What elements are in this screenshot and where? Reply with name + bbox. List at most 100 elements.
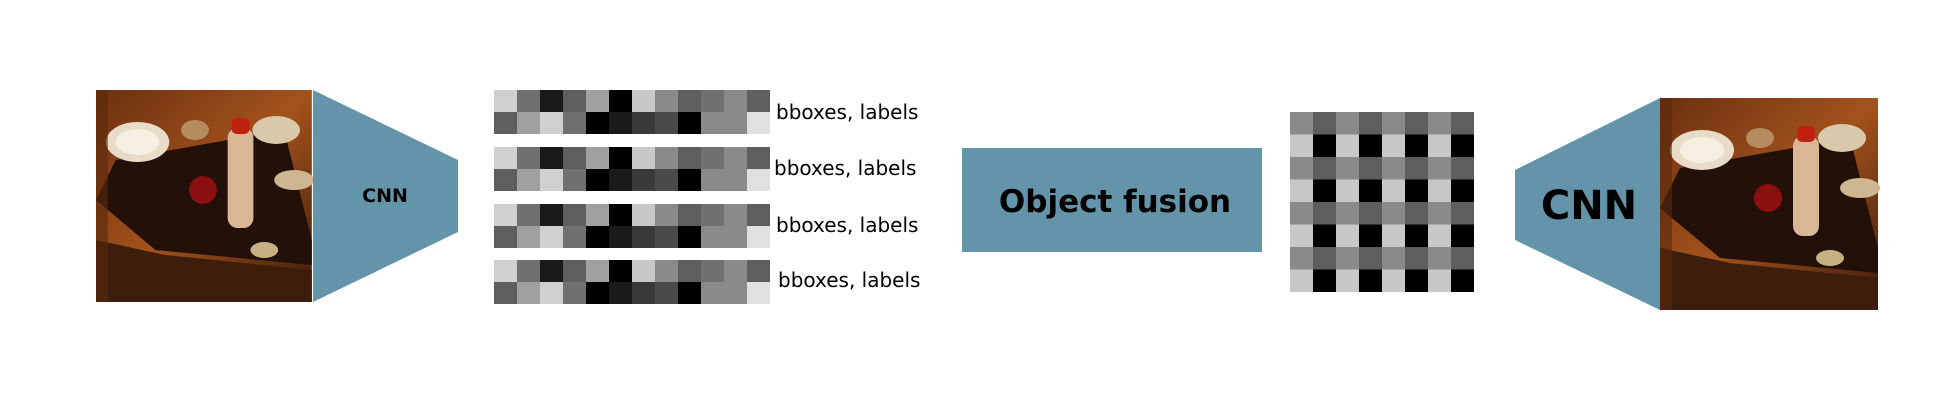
strip-cell (678, 90, 701, 112)
fused-cell (1290, 247, 1313, 270)
strip-cell (540, 260, 563, 282)
strip-cell (540, 204, 563, 226)
strip-cell (540, 169, 563, 191)
strip-cell (701, 147, 724, 169)
fused-cell (1428, 134, 1451, 157)
fused-cell (1428, 224, 1451, 247)
strip-cell (517, 90, 540, 112)
fused-cell (1359, 202, 1382, 225)
fused-cell (1382, 224, 1405, 247)
strip-cell (655, 169, 678, 191)
strip-cell (678, 282, 701, 304)
detection-label-2: bboxes, labels (774, 156, 916, 180)
strip-cell (655, 204, 678, 226)
strip-cell (563, 204, 586, 226)
fused-cell (1313, 134, 1336, 157)
strip-cell (586, 260, 609, 282)
strip-cell (563, 282, 586, 304)
strip-cell (540, 226, 563, 248)
strip-cell (701, 282, 724, 304)
fused-cell (1336, 224, 1359, 247)
strip-cell (494, 282, 517, 304)
fused-cell (1313, 202, 1336, 225)
fused-cell (1290, 269, 1313, 292)
strip-cell (747, 226, 770, 248)
strip-cell (655, 90, 678, 112)
strip-cell (632, 147, 655, 169)
strip-cell (540, 147, 563, 169)
fused-cell (1451, 179, 1474, 202)
strip-cell (655, 282, 678, 304)
strip-cell (517, 282, 540, 304)
fused-cell (1451, 134, 1474, 157)
fused-cell (1290, 179, 1313, 202)
fused-cell (1359, 134, 1382, 157)
fused-cell (1336, 269, 1359, 292)
strip-cell (655, 260, 678, 282)
strip-cell (701, 260, 724, 282)
strip-cell (632, 226, 655, 248)
strip-cell (632, 282, 655, 304)
right-cnn-label: CNN (1541, 183, 1637, 229)
strip-cell (701, 90, 724, 112)
fused-cell (1359, 269, 1382, 292)
strip-cell (586, 147, 609, 169)
strip-cell (609, 204, 632, 226)
fused-cell (1428, 157, 1451, 180)
strip-cell (563, 169, 586, 191)
strip-cell (678, 169, 701, 191)
strip-cell (517, 204, 540, 226)
strip-cell (563, 260, 586, 282)
strip-cell (609, 260, 632, 282)
fused-cell (1451, 112, 1474, 135)
strip-cell (724, 226, 747, 248)
fused-cell (1405, 112, 1428, 135)
strip-cell (586, 169, 609, 191)
strip-cell (494, 204, 517, 226)
strip-cell (609, 112, 632, 134)
strip-cell (540, 112, 563, 134)
strip-cell (678, 226, 701, 248)
strip-cell (632, 204, 655, 226)
strip-cell (586, 226, 609, 248)
fused-cell (1405, 157, 1428, 180)
left-cnn-block (313, 90, 458, 302)
strip-cell (609, 169, 632, 191)
strip-cell (632, 90, 655, 112)
strip-cell (747, 169, 770, 191)
detection-label-1: bboxes, labels (776, 100, 918, 124)
strip-cell (517, 260, 540, 282)
strip-cell (724, 282, 747, 304)
left-input-image (96, 90, 314, 302)
fused-cell (1451, 247, 1474, 270)
fused-cell (1451, 224, 1474, 247)
strip-cell (517, 226, 540, 248)
detection-label-3: bboxes, labels (776, 213, 918, 237)
strip-cell (563, 147, 586, 169)
right-cnn-block (1515, 98, 1660, 310)
fused-cell (1428, 269, 1451, 292)
fused-cell (1382, 179, 1405, 202)
strip-cell (609, 90, 632, 112)
fused-cell (1359, 224, 1382, 247)
fused-cell (1428, 112, 1451, 135)
strip-cell (517, 112, 540, 134)
fused-cell (1290, 224, 1313, 247)
strip-cell (701, 112, 724, 134)
strip-cell (586, 90, 609, 112)
strip-cell (586, 282, 609, 304)
strip-cell (494, 169, 517, 191)
strip-cell (747, 204, 770, 226)
fused-cell (1359, 179, 1382, 202)
strip-cell (563, 226, 586, 248)
fused-cell (1428, 179, 1451, 202)
right-output-image (1660, 98, 1880, 310)
strip-cell (517, 147, 540, 169)
fused-cell (1313, 247, 1336, 270)
strip-cell (494, 112, 517, 134)
fused-cell (1405, 179, 1428, 202)
fused-cell (1382, 247, 1405, 270)
fused-cell (1359, 157, 1382, 180)
strip-cell (563, 112, 586, 134)
strip-cell (701, 169, 724, 191)
